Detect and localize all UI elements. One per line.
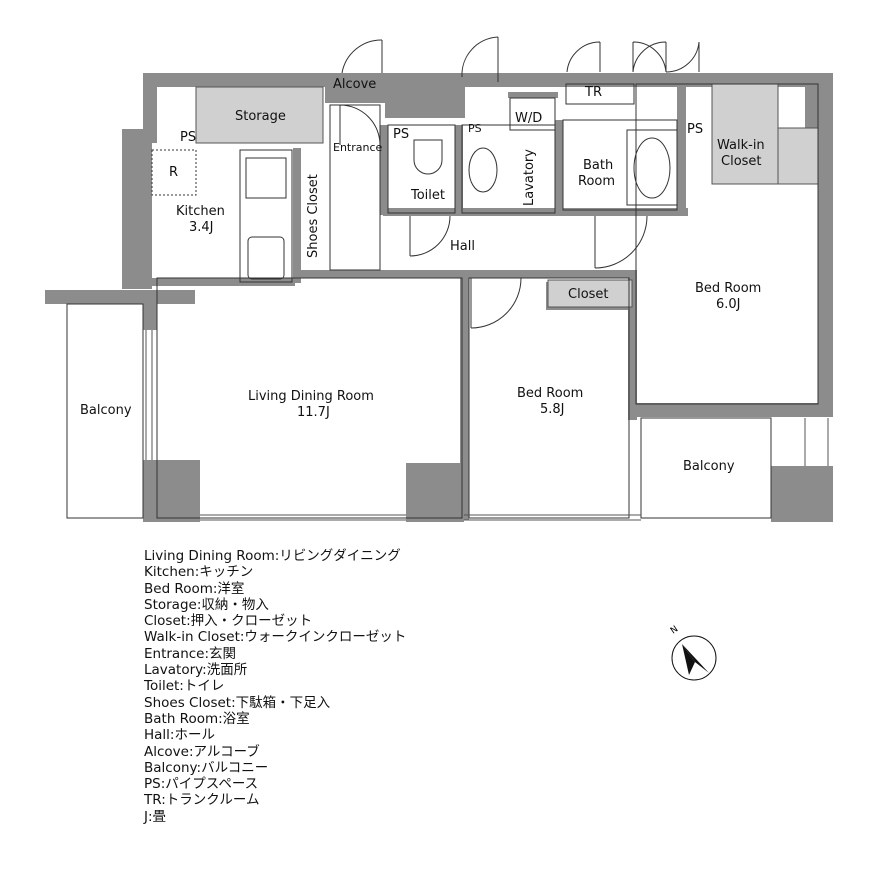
living-dining-label: Living Dining Room <box>248 389 374 404</box>
shoes-closet-label: Shoes Closet <box>306 174 321 258</box>
toilet-label: Toilet <box>410 188 445 203</box>
bed-room-2-label: Bed Room <box>517 386 583 401</box>
tr-label: TR <box>584 85 602 100</box>
alcove-label: Alcove <box>333 77 376 92</box>
legend-item: Alcove:アルコーブ <box>144 743 260 760</box>
north-arrow-icon: N <box>669 624 717 681</box>
storage-label: Storage <box>235 109 286 124</box>
kitchen-size: 3.4J <box>189 220 214 235</box>
window-lines <box>145 330 829 521</box>
bed-room-1-label: Bed Room <box>695 281 761 296</box>
legend-item: PS:パイプスペース <box>144 776 259 793</box>
storage-fills <box>195 83 819 308</box>
legend-item: Living Dining Room:リビングダイニング <box>144 548 401 564</box>
ps-label-closet: PS <box>687 122 703 137</box>
legend-item: TR:トランクルーム <box>144 792 260 809</box>
legend-item: Storage:収納・物入 <box>144 596 269 613</box>
legend-item: Lavatory:洗面所 <box>144 662 248 679</box>
walkin-label-1: Walk-in <box>717 138 765 153</box>
closet-label: Closet <box>568 287 609 302</box>
ps-label-toilet: PS <box>393 127 409 142</box>
door-swings <box>339 36 700 329</box>
balcony-left-label: Balcony <box>80 403 132 418</box>
ps-label-kitchen: PS <box>180 130 196 145</box>
legend-item: Closet:押入・クローゼット <box>144 613 313 630</box>
legend-item: Shoes Closet:下駄箱・下足入 <box>144 694 331 711</box>
lavatory-label: Lavatory <box>522 149 537 206</box>
refrigerator-label: R <box>169 165 178 180</box>
legend-item: Kitchen:キッチン <box>144 564 254 581</box>
walkin-label-2: Closet <box>721 154 762 169</box>
legend-item: J:畳 <box>144 808 167 825</box>
legend-item: Toilet:トイレ <box>144 678 225 695</box>
legend-item: Hall:ホール <box>144 727 215 744</box>
bed-room-1-size: 6.0J <box>716 297 741 312</box>
legend-item: Walk-in Closet:ウォークインクローゼット <box>144 629 407 646</box>
legend-item: Bath Room:浴室 <box>144 710 250 727</box>
bed-room-2-size: 5.8J <box>540 402 565 417</box>
north-label: N <box>669 624 680 636</box>
wd-label: W/D <box>515 111 542 126</box>
ps-label-lavatory: PS <box>468 122 482 135</box>
balcony-right-label: Balcony <box>683 459 735 474</box>
floor-plan: Alcove Storage PS R Kitchen 3.4J Entranc… <box>45 36 833 522</box>
legend-item: Entrance:玄関 <box>144 645 237 662</box>
entrance-label: Entrance <box>333 141 383 154</box>
room-lines <box>66 83 819 519</box>
bath-room-label-1: Bath <box>583 158 613 173</box>
hall-label: Hall <box>450 239 475 254</box>
bath-room-label-2: Room <box>578 174 615 189</box>
legend-item: Bed Room:洋室 <box>144 580 245 597</box>
kitchen-label: Kitchen <box>176 204 225 219</box>
living-dining-size: 11.7J <box>297 405 330 420</box>
legend-item: Balcony:バルコニー <box>144 759 269 776</box>
